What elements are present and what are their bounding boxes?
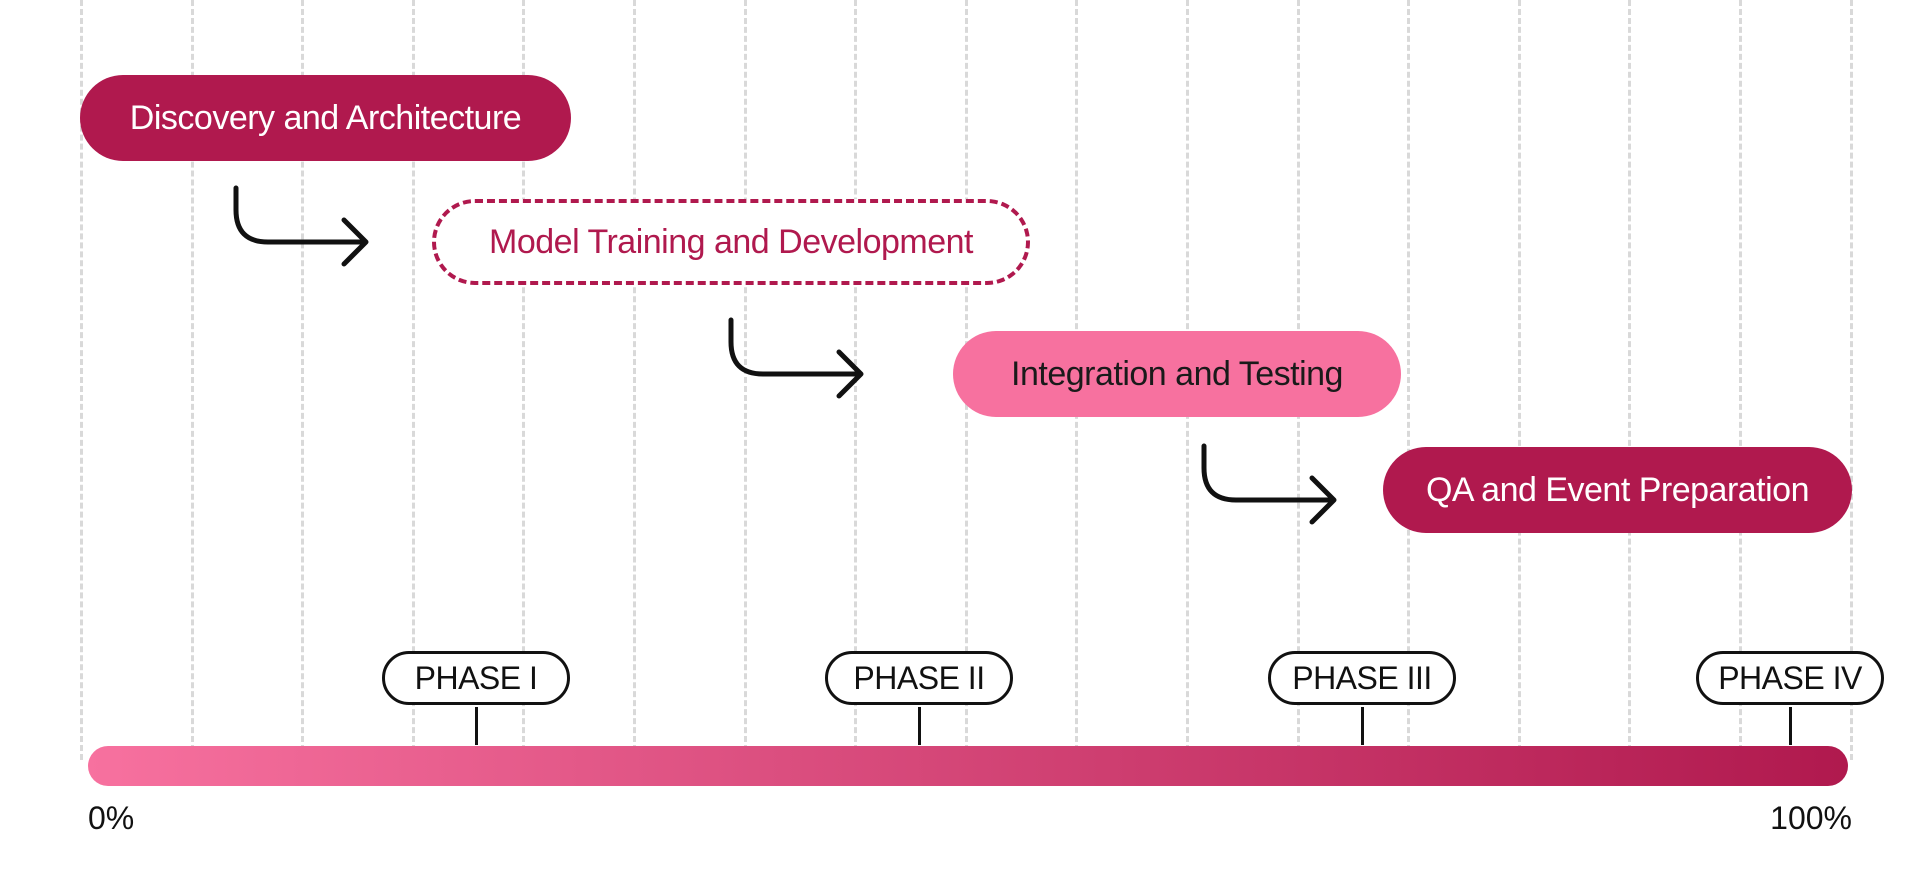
step-label: Discovery and Architecture <box>129 98 522 137</box>
step-label: Integration and Testing <box>1011 354 1343 393</box>
gridline <box>412 0 415 760</box>
progress-bar <box>88 746 1848 786</box>
step-integration-testing: Integration and Testing <box>953 331 1401 417</box>
phase-label-3: PHASE III <box>1268 651 1456 705</box>
phase-label-1: PHASE I <box>382 651 570 705</box>
gridline <box>80 0 83 760</box>
phase-text: PHASE I <box>414 659 538 696</box>
phase-text: PHASE II <box>853 659 985 696</box>
step-label: QA and Event Preparation <box>1425 470 1810 509</box>
gridline <box>1628 0 1631 760</box>
gridline <box>633 0 636 760</box>
phase-tick-3 <box>1361 707 1364 745</box>
phase-tick-4 <box>1789 707 1792 745</box>
gridline <box>1407 0 1410 760</box>
gridline <box>1739 0 1742 760</box>
progress-end-label: 100% <box>1770 800 1852 836</box>
gridline <box>191 0 194 760</box>
phase-text: PHASE III <box>1292 659 1432 696</box>
step-discovery-architecture: Discovery and Architecture <box>80 75 571 161</box>
progress-start-label: 0% <box>88 800 135 836</box>
step-label: Model Training and Development <box>489 222 973 261</box>
phase-text: PHASE IV <box>1718 659 1862 696</box>
gridline <box>1518 0 1521 760</box>
phase-tick-1 <box>475 707 478 745</box>
phase-label-4: PHASE IV <box>1696 651 1884 705</box>
arrow-icon <box>233 185 369 267</box>
arrow-icon <box>728 317 864 399</box>
phase-label-2: PHASE II <box>825 651 1013 705</box>
gridline <box>744 0 747 760</box>
phase-tick-2 <box>918 707 921 745</box>
arrow-icon <box>1201 443 1337 525</box>
gridline <box>1850 0 1853 760</box>
gridline <box>522 0 525 760</box>
step-model-training-development: Model Training and Development <box>432 199 1030 285</box>
gridline <box>301 0 304 760</box>
step-qa-event-preparation: QA and Event Preparation <box>1383 447 1852 533</box>
